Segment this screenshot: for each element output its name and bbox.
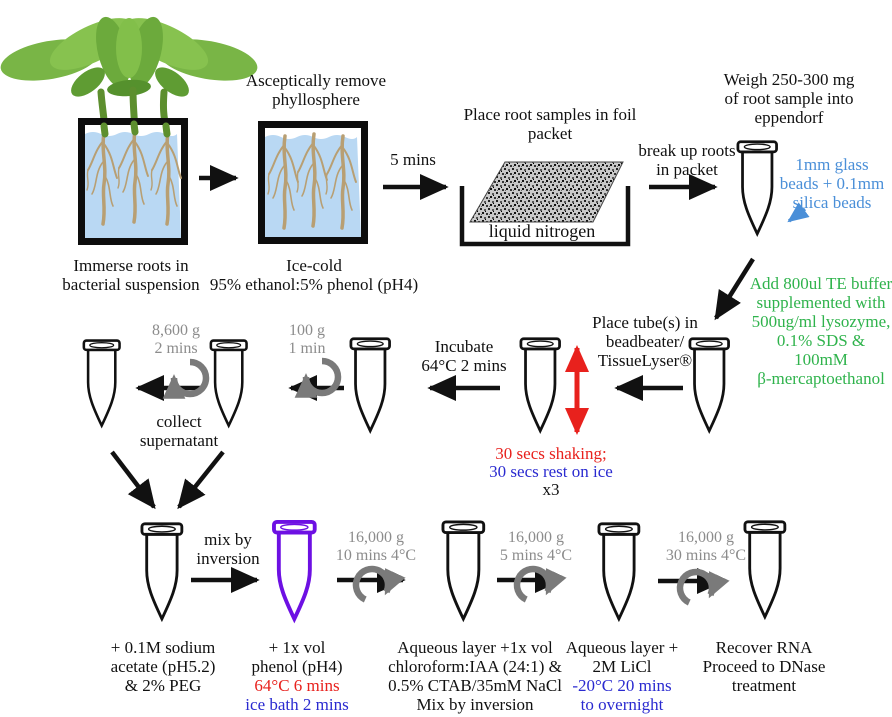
tube-chloroform	[441, 520, 486, 623]
plant-illustration	[0, 16, 258, 135]
container-ethanol-phenol	[258, 121, 368, 244]
label-30s-shaking: 30 secs shaking;	[495, 444, 607, 463]
label-spin-8600g: 8,600 g 2 mins	[152, 322, 200, 357]
container-bacterial-suspension	[78, 118, 188, 245]
label-collect-supernatant: collect supernatant	[139, 412, 219, 451]
tube-sodium-acetate	[140, 522, 184, 623]
tube-beadbeaten	[519, 337, 561, 434]
label-beadbeater: Place tube(s) in beadbeater/ TissueLyser…	[592, 313, 698, 371]
label-spin-16k-5: 16,000 g 5 mins 4°C	[499, 529, 573, 564]
label-5-mins: 5 mins	[390, 150, 436, 169]
tube-licl	[597, 522, 641, 623]
tube-phenol	[272, 519, 317, 624]
tube-root-sample	[736, 140, 778, 237]
label-minus20c: -20°C 20 mins to overnight	[572, 676, 672, 715]
label-64c-6mins: 64°C 6 mins	[254, 676, 340, 695]
tube-incubated	[349, 337, 391, 434]
note-te-buffer: Add 800ul TE buffer supplemented with 50…	[749, 274, 892, 389]
caption-phenol: + 1x vol phenol (pH4)	[251, 638, 343, 677]
centrifuge-icon-16k-30	[675, 567, 718, 610]
tube-after-8600g	[82, 339, 121, 429]
caption-sodium-acetate: + 0.1M sodium acetate (pH5.2) & 2% PEG	[110, 638, 216, 696]
label-liquid-nitrogen: liquid nitrogen	[488, 221, 596, 241]
label-break-up-roots: break up roots in packet	[638, 141, 736, 180]
centrifuge-icon-16k-10	[351, 564, 394, 607]
note-glass-silica-beads: 1mm glass beads + 0.1mm silica beads	[779, 155, 885, 213]
arrow-collect-right	[177, 450, 225, 510]
label-spin-16k-10: 16,000 g 10 mins 4°C	[335, 529, 417, 564]
caption-remove-phyllosphere: Asceptically remove phyllosphere	[245, 71, 387, 110]
liquid-nitrogen-container	[459, 186, 631, 247]
arrow-weigh-to-lysis	[714, 257, 755, 321]
caption-chloroform-ctab: Aqueous layer +1x vol chloroform:IAA (24…	[388, 638, 562, 715]
caption-recover-rna: Recover RNA Proceed to DNase treatment	[702, 638, 826, 696]
label-mix-by-inversion: mix by inversion	[196, 530, 260, 569]
label-spin-16k-30: 16,000 g 30 mins 4°C	[665, 529, 747, 564]
arrow-collect-left	[110, 450, 156, 510]
caption-ice-cold-ethanol: Ice-cold 95% ethanol:5% phenol (pH4)	[209, 256, 419, 295]
label-incubate-64c: Incubate 64°C 2 mins	[421, 337, 507, 376]
label-x3: x3	[542, 480, 560, 499]
tube-rna-pellet	[743, 520, 787, 621]
caption-foil-packet: Place root samples in foil packet	[463, 105, 637, 144]
tube-after-100g	[209, 339, 248, 429]
caption-licl: Aqueous layer + 2M LiCl	[565, 638, 679, 677]
label-30s-rest: 30 secs rest on ice	[489, 462, 613, 481]
caption-immerse-roots: Immerse roots in bacterial suspension	[62, 256, 200, 295]
caption-weigh-sample: Weigh 250-300 mg of root sample into epp…	[723, 70, 855, 128]
foil-packet	[469, 161, 624, 223]
beads-pointer-arrow	[787, 202, 810, 223]
label-spin-100g: 100 g 1 min	[288, 322, 326, 357]
centrifuge-icon-16k-5	[512, 564, 555, 607]
label-ice-bath-2mins: ice bath 2 mins	[245, 695, 349, 714]
